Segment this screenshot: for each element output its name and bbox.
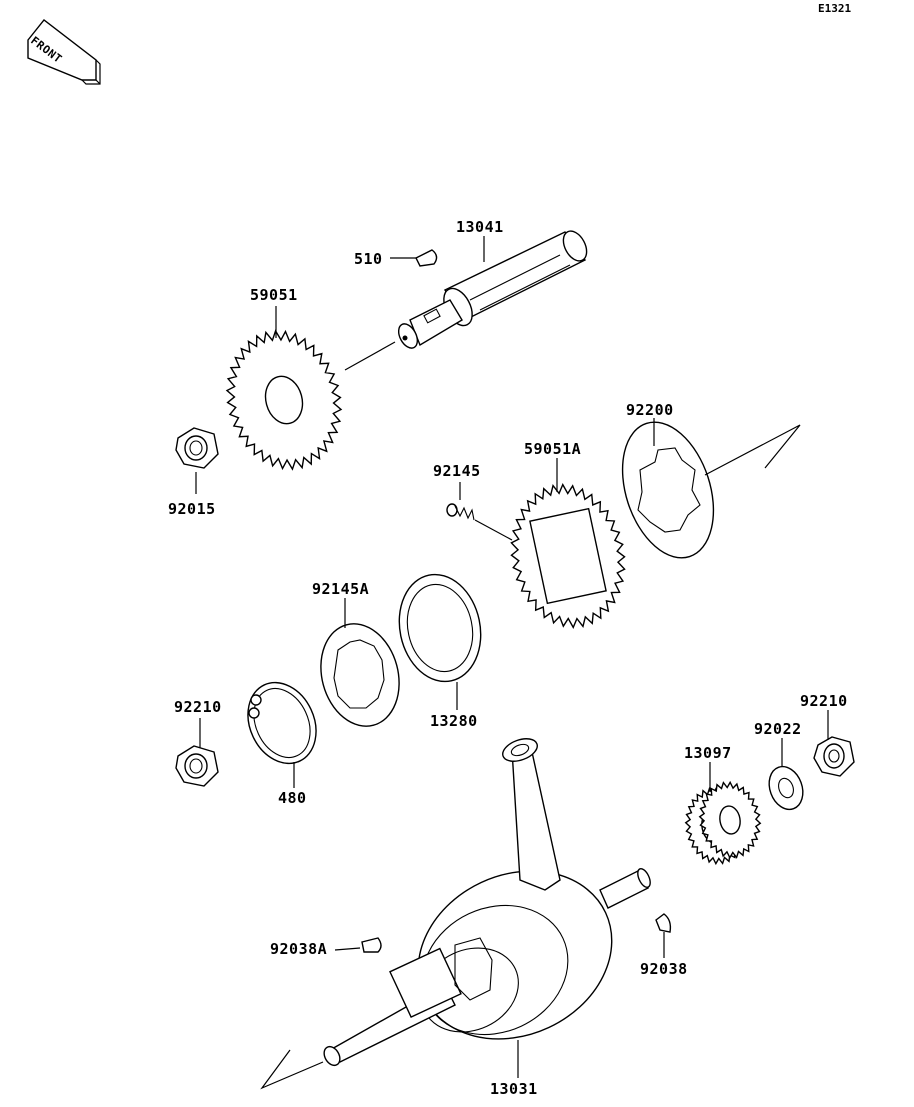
part-label-13280: 13280	[430, 712, 478, 730]
part-label-59051A: 59051A	[524, 440, 582, 458]
part-label-510: 510	[354, 250, 383, 268]
plate-92145A	[320, 623, 400, 727]
key-92038	[655, 913, 672, 933]
part-label-92038A: 92038A	[270, 940, 328, 958]
part-label-92200: 92200	[626, 401, 674, 419]
gear-59051A	[510, 483, 626, 629]
part-label-13097: 13097	[684, 744, 732, 762]
washer-92022	[768, 765, 804, 811]
part-label-92210-right: 92210	[800, 692, 848, 710]
nut-92015	[175, 427, 219, 469]
part-label-92015: 92015	[168, 500, 216, 518]
washer-13280	[398, 573, 482, 683]
part-label-59051: 59051	[250, 286, 298, 304]
nut-92210-right	[813, 736, 855, 777]
nut-92210-left	[175, 745, 219, 787]
part-label-480: 480	[278, 789, 307, 807]
part-label-92145: 92145	[433, 462, 481, 480]
plate-92200	[621, 421, 715, 559]
part-label-92145A: 92145A	[312, 580, 370, 598]
spring-92145	[446, 503, 513, 541]
gear-59051	[225, 329, 343, 471]
crankshaft-13031	[323, 738, 651, 1067]
diagram-code: E1321	[818, 2, 852, 15]
balancer-shaft-13041	[397, 230, 588, 349]
key-92038A	[361, 937, 382, 953]
part-label-13041: 13041	[456, 218, 504, 236]
key-510	[415, 249, 438, 267]
part-label-92210-left: 92210	[174, 698, 222, 716]
front-arrow-icon	[27, 19, 101, 85]
part-label-92038: 92038	[640, 960, 688, 978]
gear-13097	[684, 780, 762, 866]
circlip-480	[247, 681, 317, 765]
part-label-92022: 92022	[754, 720, 802, 738]
part-label-13031: 13031	[490, 1080, 538, 1098]
